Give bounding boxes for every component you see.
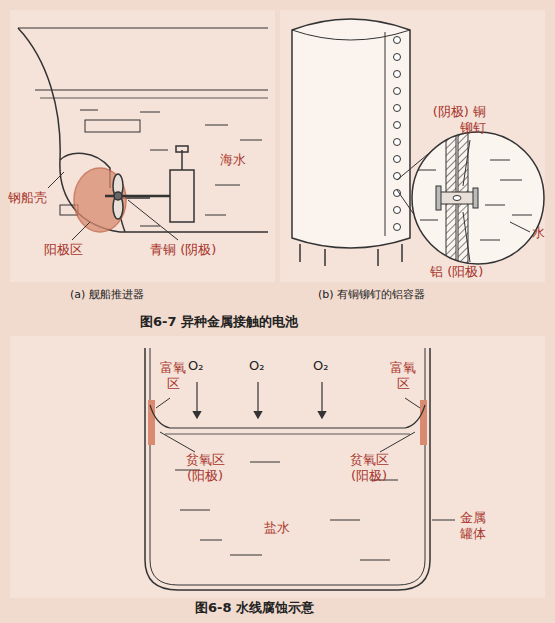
label: 图6-7 异种金属接触的电池 [140,314,298,330]
label: 水 [532,225,545,241]
tank-waterline-figure [10,336,545,598]
rivet [394,54,401,61]
label: (a) 舰船推进器 [70,288,144,301]
label: O₂ [313,358,328,374]
label: 富氧区 [388,360,418,391]
rivet [394,105,401,112]
rivet [394,122,401,129]
label: 富氧区 [158,360,188,391]
rivet [394,207,401,214]
label: 贫氧区 (阳极) [340,452,398,483]
label: (b) 有铜铆钉的铝容器 [318,288,425,301]
rivet [394,71,401,78]
label: O₂ [188,358,203,374]
label: 青铜 (阴极) [150,242,216,258]
label: 盐水 [264,520,290,536]
label: 金属罐体 [458,510,488,541]
rivet [394,156,401,163]
label: 铝 (阳极) [430,264,483,280]
label: 海水 [220,152,246,168]
label: 贫氧区 (阳极) [176,452,234,483]
tank-figure [280,10,545,282]
rivet [394,37,401,44]
ship-figure [10,10,275,282]
label: (阴极) 铜铆钉 [430,104,486,135]
label: O₂ [249,358,264,374]
label: 钢船壳 [8,190,47,206]
rivet [394,139,401,146]
rivet [394,224,401,231]
rivet [394,88,401,95]
label: 阳极区 [44,242,83,258]
label: 图6-8 水线腐蚀示意 [195,600,314,616]
